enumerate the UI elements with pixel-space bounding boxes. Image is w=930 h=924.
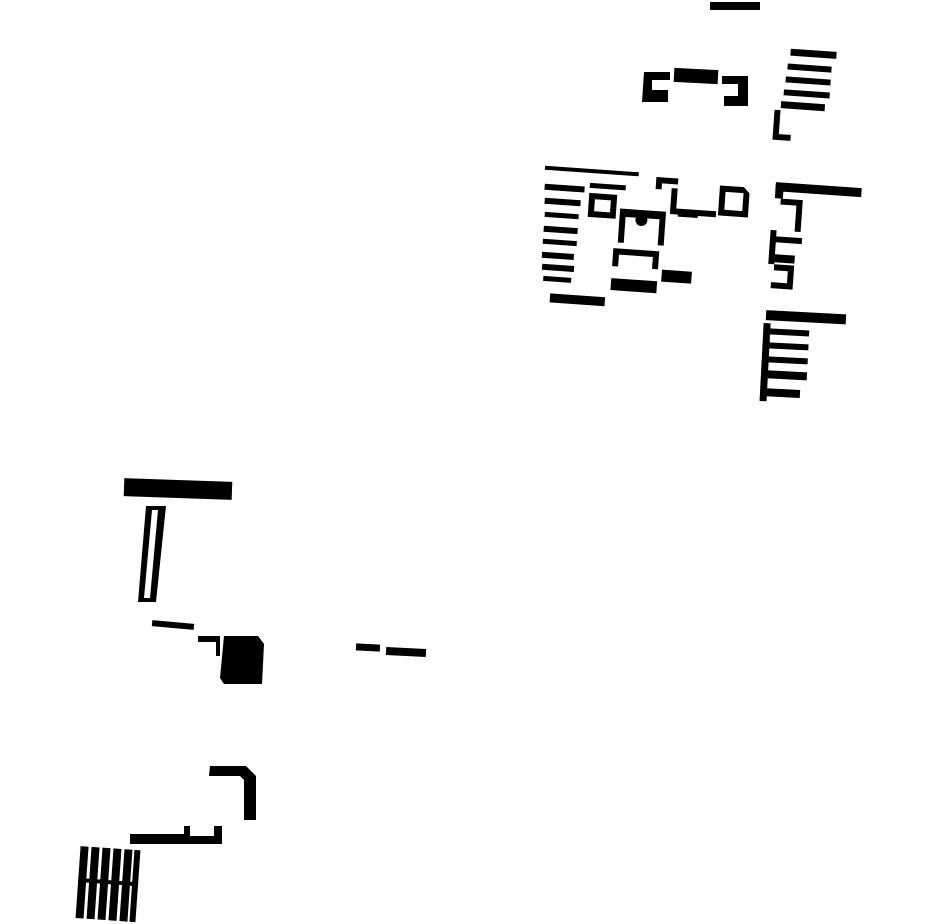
bar: [710, 2, 760, 10]
bracket: [198, 636, 220, 656]
short-bar: [151, 620, 195, 630]
solid-block: [220, 636, 264, 684]
dash-2: [385, 646, 427, 658]
connector-shape: [642, 67, 748, 106]
lower-right-stack: [759, 310, 847, 402]
lower-left-cluster: [75, 478, 427, 923]
stacked-lines: [772, 48, 837, 141]
hook: [209, 766, 256, 820]
base-bracket: [130, 826, 222, 844]
right-stack: [768, 182, 862, 290]
top-right-cluster: [541, 2, 862, 402]
center-block: [610, 176, 750, 294]
hatched-block: [75, 846, 141, 923]
left-stack: [541, 165, 639, 307]
vertical-frame: [138, 506, 166, 602]
thick-bar: [123, 478, 233, 500]
dash-1: [355, 643, 381, 652]
